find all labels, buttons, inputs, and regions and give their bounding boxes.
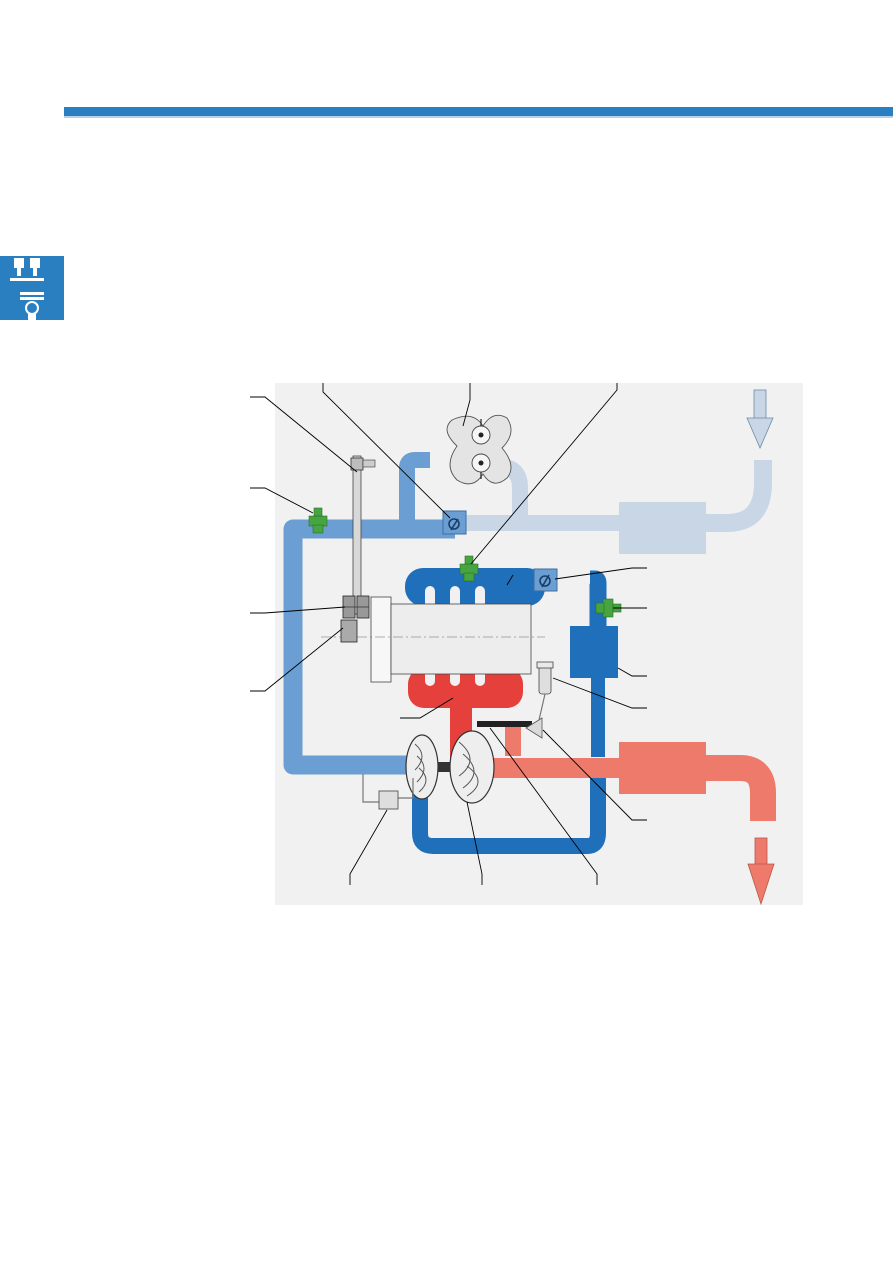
exhaust-silencer bbox=[619, 742, 706, 794]
bypass-valve bbox=[362, 774, 414, 810]
supercharger bbox=[446, 414, 512, 485]
engine-charging-diagram bbox=[245, 378, 893, 908]
engine-block bbox=[321, 596, 545, 683]
intake-silencer bbox=[619, 502, 706, 554]
flow-out-arrow bbox=[747, 837, 775, 906]
engine-pistons-icon bbox=[0, 256, 64, 320]
charge-air-duct bbox=[412, 570, 607, 854]
flow-in-arrow bbox=[746, 389, 774, 450]
diagram-canvas bbox=[250, 383, 803, 906]
charge-air-cooler bbox=[570, 626, 618, 678]
throttle-valve-lower bbox=[533, 568, 558, 592]
callout-leader-lines bbox=[250, 383, 647, 885]
wastegate-actuator bbox=[477, 661, 554, 739]
exhaust-pipe bbox=[475, 725, 776, 821]
engine-section-tab bbox=[0, 256, 64, 320]
sensor-upper-left bbox=[308, 507, 328, 534]
header-underline bbox=[64, 116, 893, 118]
header-bar bbox=[64, 107, 893, 116]
sensor-intake-manifold bbox=[459, 555, 479, 582]
belt-drive bbox=[340, 455, 376, 643]
turbocharger bbox=[405, 730, 495, 804]
